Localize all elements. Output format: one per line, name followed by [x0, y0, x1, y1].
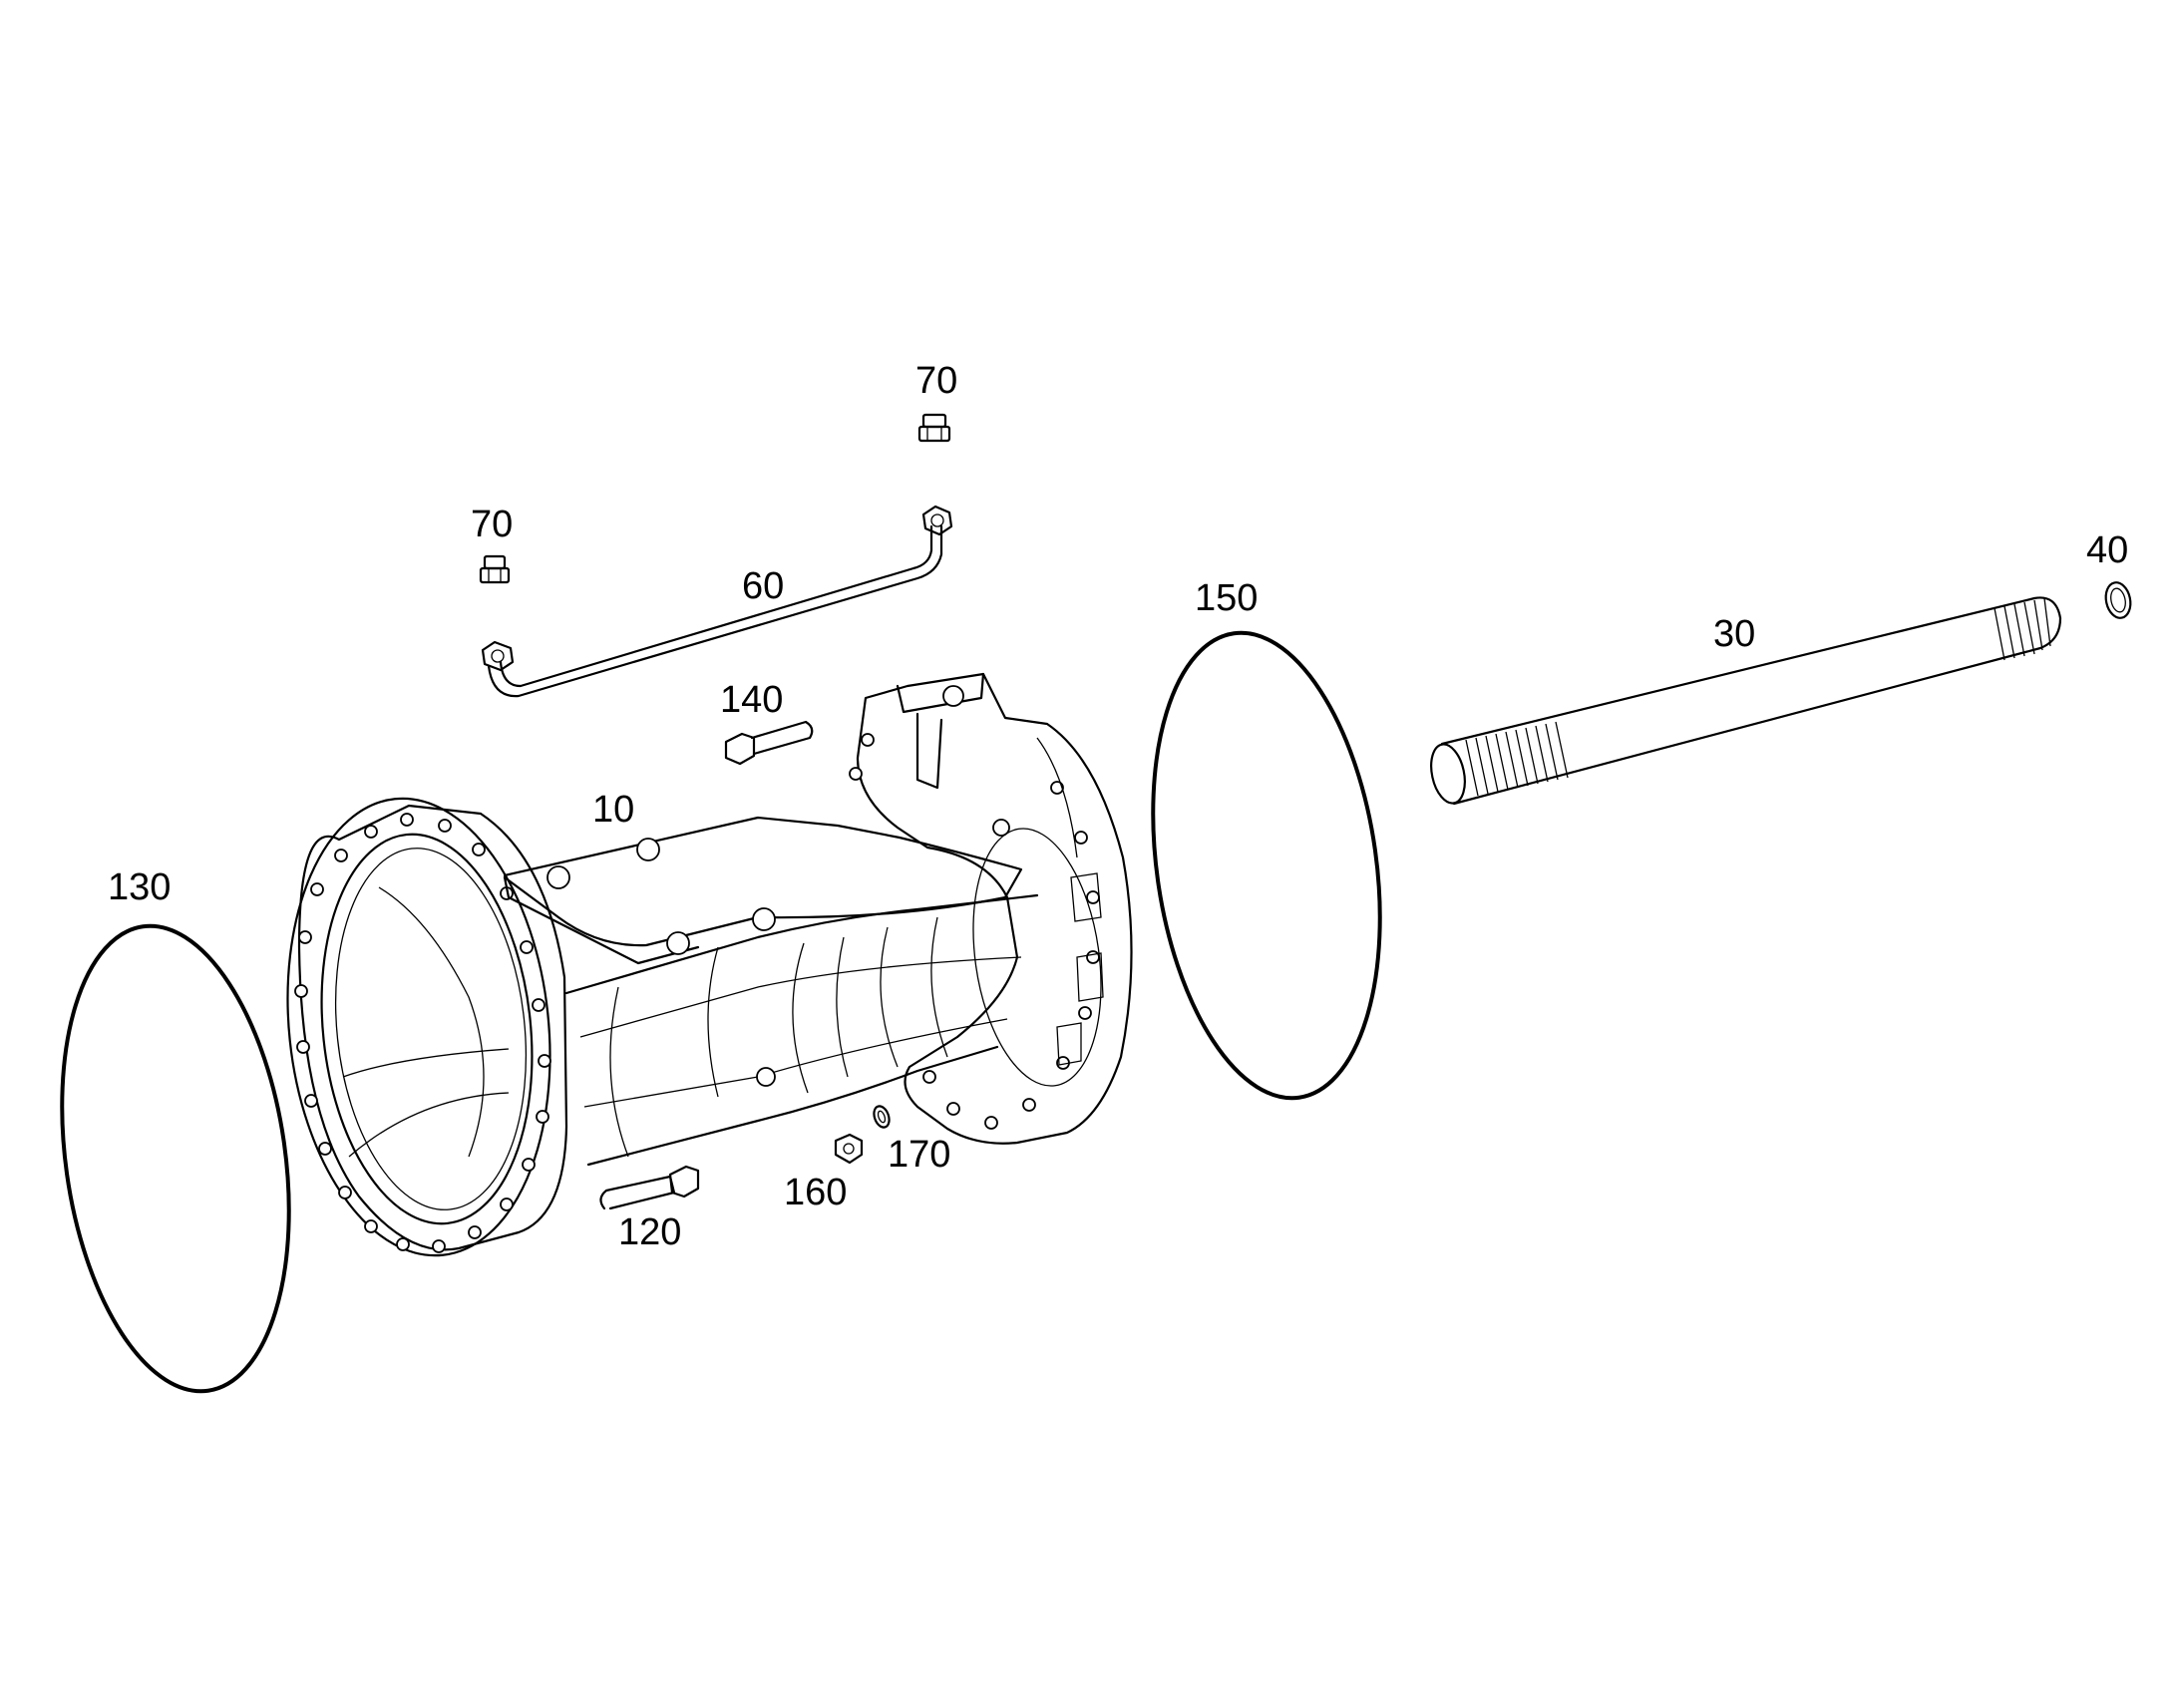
fitting-70-left: [479, 554, 511, 584]
callout-160: 160: [784, 1172, 847, 1213]
pipe-60: [481, 505, 953, 698]
axle-housing-10: [286, 672, 1133, 1257]
callout-30: 30: [1713, 613, 1755, 655]
o-ring-130: [60, 923, 291, 1394]
callout-40: 40: [2086, 529, 2128, 571]
shaft-30: [1430, 596, 2062, 806]
callout-60: 60: [742, 565, 784, 607]
callout-10: 10: [592, 789, 634, 831]
ring-170: [873, 1105, 891, 1129]
o-ring-150: [1151, 630, 1382, 1101]
callout-130: 130: [108, 866, 171, 908]
callout-120: 120: [618, 1211, 681, 1253]
callout-70-top: 70: [915, 360, 957, 402]
bolt-140: [724, 720, 814, 766]
callout-70-left: 70: [471, 504, 513, 545]
ring-40: [2104, 581, 2132, 619]
fitting-70-top: [917, 413, 951, 443]
callout-140: 140: [720, 679, 783, 721]
callout-150: 150: [1195, 577, 1258, 619]
bolt-120: [599, 1165, 700, 1210]
callout-170: 170: [888, 1134, 950, 1176]
nut-160: [834, 1133, 864, 1165]
